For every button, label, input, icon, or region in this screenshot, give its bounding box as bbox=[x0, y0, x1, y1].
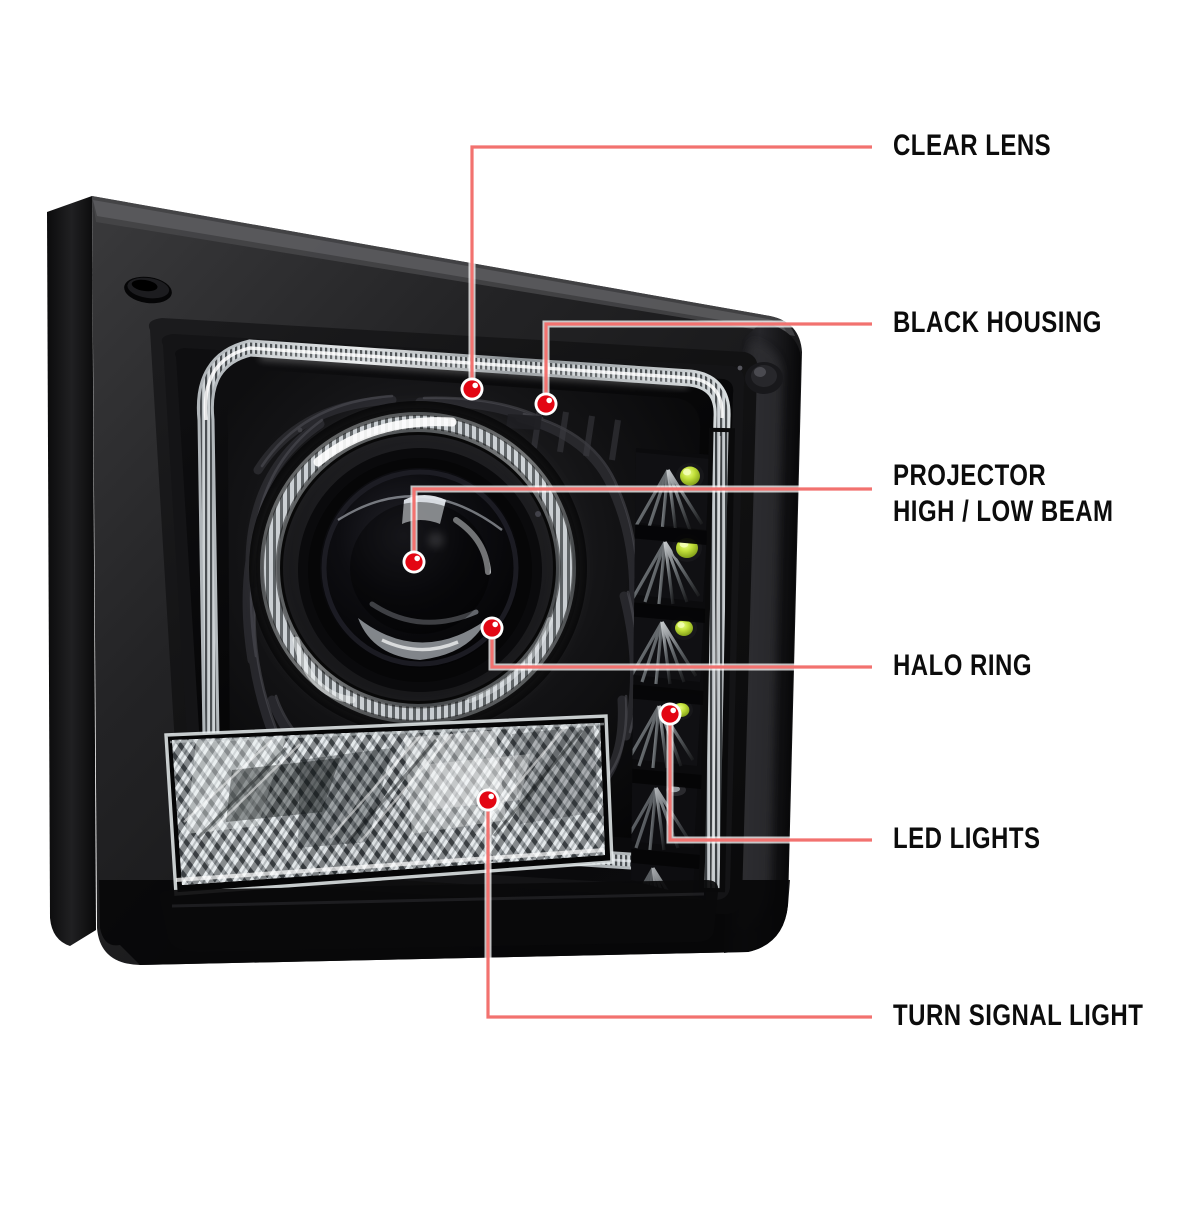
led-lights-strip bbox=[631, 448, 712, 900]
callout-marker-clear-lens[interactable] bbox=[460, 377, 484, 401]
marker-dot bbox=[405, 553, 423, 571]
leader-line-clear-lens bbox=[470, 145, 872, 389]
leader-line-halo-ring bbox=[490, 628, 872, 669]
marker-highlight bbox=[546, 397, 552, 404]
callout-label-black-housing-text: BLACK HOUSING bbox=[893, 306, 1102, 339]
leader-line-projector bbox=[412, 487, 872, 562]
marker-highlight bbox=[670, 707, 676, 714]
leader-line-turn-signal bbox=[486, 800, 872, 1019]
marker-dot bbox=[463, 380, 481, 398]
marker-dot bbox=[483, 619, 501, 637]
callout-label-projector-line1: PROJECTOR bbox=[893, 459, 1047, 492]
leader-line-led-lights bbox=[668, 714, 872, 842]
turn-signal-light bbox=[164, 714, 614, 896]
led-chrome-trim bbox=[699, 427, 735, 893]
callout-label-turn-signal-text: TURN SIGNAL LIGHT bbox=[893, 999, 1144, 1032]
callout-label-turn-signal: TURN SIGNAL LIGHT bbox=[893, 998, 1143, 1034]
marker-dot bbox=[537, 395, 555, 413]
marker-dot bbox=[479, 791, 497, 809]
adjuster-screw-right bbox=[737, 362, 783, 394]
marker-highlight bbox=[492, 621, 499, 628]
marker-dot bbox=[661, 705, 679, 723]
callout-label-clear-lens-text: CLEAR LENS bbox=[893, 129, 1052, 162]
halo-ring bbox=[249, 401, 587, 735]
callout-marker-projector[interactable] bbox=[402, 550, 426, 574]
callout-marker-black-housing[interactable] bbox=[534, 392, 558, 416]
callout-label-clear-lens: CLEAR LENS bbox=[893, 128, 1051, 164]
callout-marker-turn-signal[interactable] bbox=[476, 788, 500, 812]
callout-markers bbox=[402, 377, 682, 812]
callout-label-led-lights: LED LIGHTS bbox=[893, 821, 1040, 857]
housing-lower-lip bbox=[159, 880, 719, 952]
adjuster-hole-left bbox=[124, 276, 172, 304]
callout-label-halo-ring-text: HALO RING bbox=[893, 649, 1032, 682]
marker-highlight bbox=[472, 382, 479, 389]
callout-label-black-housing: BLACK HOUSING bbox=[893, 305, 1102, 341]
marker-highlight bbox=[414, 555, 421, 562]
callout-label-led-lights-text: LED LIGHTS bbox=[893, 822, 1041, 855]
callout-leader-lines bbox=[410, 143, 872, 1021]
marker-highlight bbox=[488, 793, 495, 800]
callout-label-halo-ring: HALO RING bbox=[893, 648, 1032, 684]
callout-marker-led-lights[interactable] bbox=[658, 702, 682, 726]
callout-label-projector-line2: HIGH / LOW BEAM bbox=[893, 495, 1114, 528]
leader-line-black-housing bbox=[544, 322, 872, 404]
callout-marker-halo-ring[interactable] bbox=[480, 616, 504, 640]
